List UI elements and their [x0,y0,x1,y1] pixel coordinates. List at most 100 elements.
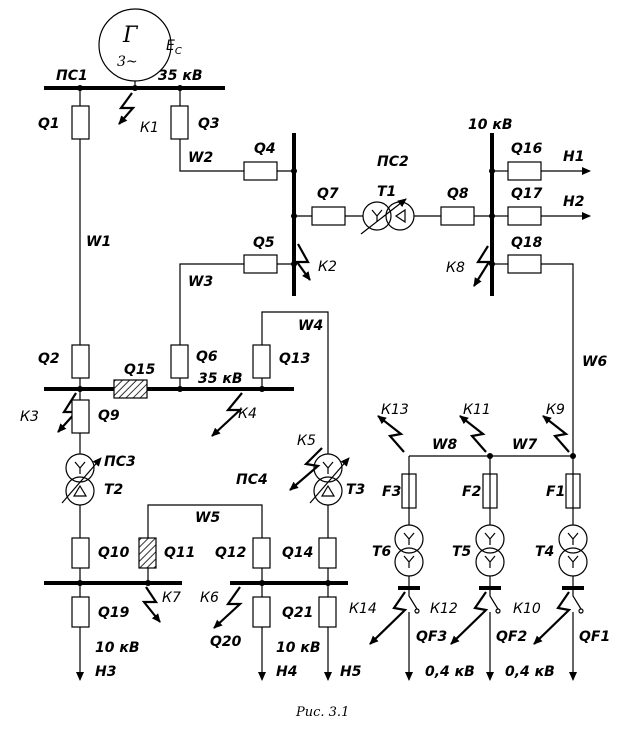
fault-k7-arrow [141,586,161,623]
auto-breaker-qf2-label: QF2 [496,629,527,645]
transformer-t1 [360,198,415,235]
breaker-q14 [318,537,337,569]
breaker-q12 [252,537,271,569]
line-w6-label: W6 [582,354,607,370]
load-h5-label: H5 [340,664,362,680]
fault-k8-arrow [473,245,491,287]
breaker-q16-label: Q16 [511,141,543,157]
ps3-label: ПС3 [104,454,136,470]
breaker-q10-label: Q10 [98,545,130,561]
line-w5-label: W5 [195,510,220,526]
breaker-q4-label: Q4 [254,141,276,157]
line-w8-label: W8 [432,437,457,453]
fault-k12-label: К12 [430,601,458,617]
fault-k10-label: К10 [513,601,541,617]
breaker-q7 [311,206,346,226]
breaker-q11 [138,537,157,569]
figure-caption: Рис. 3.1 [295,705,349,720]
ps4-label: ПС4 [236,472,268,488]
breaker-q17-label: Q17 [511,186,543,202]
breaker-q21-label: Q21 [282,605,313,621]
generator-emf: EC [166,38,182,57]
breaker-q9-label: Q9 [98,408,120,424]
line-w5 [147,504,263,538]
fault-k3-arrow [57,392,79,433]
breaker-q12-label: Q12 [215,545,246,561]
ps1-label: ПС1 [56,68,88,84]
line-w2-label: W2 [188,150,213,166]
transformer-t3 [309,453,350,506]
ps4-voltage-10: 10 кВ [276,640,321,656]
breaker-q5-label: Q5 [253,235,275,251]
breaker-q18-label: Q18 [511,235,543,251]
ps3-voltage-35: 35 кВ [198,371,243,387]
breaker-q15 [113,379,148,399]
fault-k1-label: К1 [140,120,159,136]
ps1-voltage: 35 кВ [158,68,203,84]
fuse-f2-label: F2 [462,484,481,500]
transformer-t5-label: T5 [452,544,472,560]
transformer-t6-label: T6 [372,544,392,560]
fault-k11-label: К11 [463,402,491,418]
breaker-q1-label: Q1 [38,116,60,132]
line-w4 [261,311,329,440]
breaker-q10 [71,537,90,569]
load-h1-label: H1 [563,149,584,165]
fault-k5-arrow [289,447,323,491]
load-h2-label: H2 [563,194,584,210]
breaker-q20 [252,596,271,628]
fault-k9-label: К9 [546,402,565,418]
line-w1-label: W1 [86,234,111,250]
load-h3-label: H3 [95,664,116,680]
fault-k11-arrow [459,415,487,453]
line-w7-label: W7 [512,437,537,453]
breaker-q4 [243,161,278,181]
load-h4-label: H4 [276,664,297,680]
generator: Г 3~ EC [98,8,182,88]
breaker-q11-label: Q11 [164,545,195,561]
generator-symbol: Г [122,23,139,48]
transformer-t2 [61,453,102,506]
transformer-t1-label: T1 [377,184,396,200]
auto-breaker-qf1-label: QF1 [579,629,610,645]
breaker-q7-label: Q7 [317,186,339,202]
breaker-q18 [507,254,542,274]
fault-k3-label: К3 [20,409,39,425]
transformer-t3-label: T3 [346,482,365,498]
fault-k12-arrow [450,591,489,645]
breaker-q19-label: Q19 [98,605,130,621]
breaker-q15-label: Q15 [124,362,156,378]
fault-k10-arrow [533,591,572,645]
fault-k2-arrow [294,243,311,281]
fault-k8-label: К8 [446,260,465,276]
line-w3 [179,263,244,345]
breaker-q6-label: Q6 [196,349,218,365]
fault-k4-arrow [211,392,243,437]
fault-k9-arrow [542,415,570,453]
fault-k6-label: К6 [200,590,219,606]
ps2-label: ПС2 [377,154,409,170]
breaker-q1 [71,105,90,140]
line-w3-label: W3 [188,274,213,290]
line-w6 [541,263,574,456]
fault-k7-label: К7 [162,590,181,606]
ps1-busbar [44,85,225,91]
fault-k14-arrow [369,591,408,645]
transformer-t5 [475,524,505,577]
breaker-q3-label: Q3 [198,116,220,132]
voltage-04-b: 0,4 кВ [505,664,555,680]
breaker-q5 [243,254,278,274]
line-w2 [179,139,244,172]
breaker-q8 [440,206,475,226]
fault-k14-label: К14 [349,601,377,617]
fault-k13-arrow [377,415,405,453]
fault-k4-label: К4 [238,406,257,422]
transformer-t4 [558,524,588,577]
transformer-t2-label: T2 [104,482,123,498]
fuse-f1-label: F1 [546,484,565,500]
breaker-q19 [71,596,90,628]
breaker-q13-label: Q13 [279,351,310,367]
auto-breaker-qf3-label: QF3 [416,629,447,645]
breaker-q16 [507,161,542,181]
